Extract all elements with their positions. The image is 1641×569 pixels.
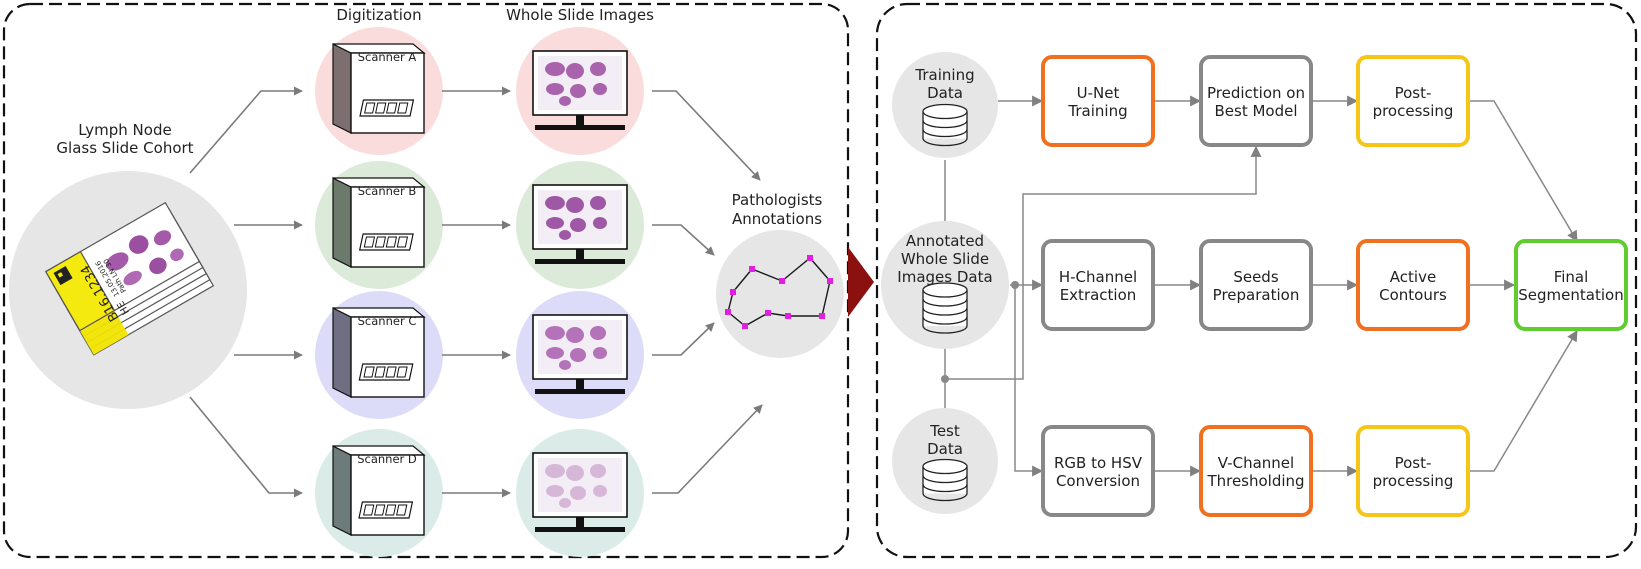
process-box-border [1356, 425, 1470, 517]
process-box-label: Active [1390, 268, 1436, 286]
scanner-label: Scanner D [357, 452, 417, 466]
process-box-label: Preparation [1213, 286, 1300, 304]
process-box-label: processing [1373, 472, 1454, 490]
scanner-row-a: Scanner A [315, 27, 644, 155]
branch-dot-annotated [1011, 281, 1019, 289]
process-box-border [1199, 239, 1313, 331]
arrow-post1-to-final [1470, 100, 1578, 242]
training-database-icon [922, 103, 968, 147]
annotation-polygon-icon [725, 255, 833, 329]
process-box-border [1356, 239, 1470, 331]
monitor-icon [532, 50, 628, 130]
panel-connector-arrow [848, 247, 874, 317]
process-box-label: V-Channel [1218, 454, 1294, 472]
monitor-icon [532, 184, 628, 264]
annotated-database-icon [922, 282, 968, 334]
process-box-label: Best Model [1214, 102, 1297, 120]
process-box-post2: Post-processing [1356, 425, 1470, 517]
process-box-label: Thresholding [1206, 472, 1304, 490]
process-box-label: Training [1067, 102, 1127, 120]
process-box-label: processing [1373, 102, 1454, 120]
scanner-icon: Scanner A [332, 43, 426, 134]
process-box-label: U-Net [1077, 84, 1120, 102]
scanner-label: Scanner B [358, 184, 417, 198]
branch-dot-test [941, 375, 949, 383]
scanner-icon: Scanner D [332, 445, 426, 536]
scanner-row-b: Scanner B [315, 161, 644, 289]
test-database-icon [922, 458, 968, 502]
process-box-label: Seeds [1233, 268, 1279, 286]
annotations-label-line2: Annotations [732, 210, 822, 228]
monitor-icon [532, 314, 628, 394]
process-box-label: Extraction [1060, 286, 1137, 304]
process-box-border [1041, 425, 1155, 517]
glass-slide-stack-icon [44, 201, 215, 356]
process-box-border [1514, 239, 1628, 331]
process-box-label: RGB to HSV [1054, 454, 1143, 472]
process-box-border [1041, 55, 1155, 147]
cohort-label-line1: Lymph Node [78, 121, 171, 139]
process-box-border [1199, 55, 1313, 147]
arrow-test-to-prediction [945, 145, 1262, 380]
test-data-label-line1: Test [929, 422, 960, 440]
test-data-label-line2: Data [927, 440, 963, 458]
monitor-icon [532, 452, 628, 532]
scanner-label: Scanner C [358, 314, 417, 328]
process-box-label: H-Channel [1059, 268, 1137, 286]
wsi-header: Whole Slide Images [506, 6, 654, 24]
arrow-annotated-to-rgb [1014, 285, 1044, 477]
process-box-label: Contours [1379, 286, 1447, 304]
process-box-label: Conversion [1056, 472, 1140, 490]
process-box-label: Post- [1395, 454, 1432, 472]
scanner-icon: Scanner C [332, 307, 426, 398]
process-box-label: Segmentation [1518, 286, 1623, 304]
arrow-wsi-c-to-annotations [652, 322, 715, 356]
annotations-label-line1: Pathologists [732, 191, 823, 209]
process-box-border [1199, 425, 1313, 517]
arrow-wsi-a-to-annotations [652, 90, 761, 181]
scanner-icon: Scanner B [332, 177, 426, 268]
arrow-wsi-b-to-annotations [652, 224, 715, 256]
training-data-label-line2: Data [927, 84, 963, 102]
digitization-header: Digitization [336, 6, 421, 24]
cohort-label-line2: Glass Slide Cohort [56, 139, 193, 157]
process-box-label: Post- [1395, 84, 1432, 102]
process-box-label: Prediction on [1207, 84, 1305, 102]
annotated-data-label-line3: Images Data [897, 268, 992, 286]
scanner-row-d: Scanner D [315, 429, 644, 557]
arrow-wsi-d-to-annotations [652, 404, 763, 494]
annotated-data-label-line1: Annotated [906, 232, 984, 250]
arrow-post2-to-final [1470, 330, 1578, 472]
process-box-border [1041, 239, 1155, 331]
scanner-row-c: Scanner C [315, 291, 644, 419]
right-panel-frame [875, 2, 1638, 559]
process-box-border [1356, 55, 1470, 147]
training-data-label-line1: Training [914, 66, 974, 84]
process-box-label: Final [1554, 268, 1589, 286]
annotated-data-label-line2: Whole Slide [901, 250, 989, 268]
scanner-label: Scanner A [358, 50, 417, 64]
arrow-cohort-to-scanner-a [189, 86, 303, 174]
arrow-cohort-to-scanner-d [189, 396, 303, 498]
process-box-post1: Post-processing [1356, 55, 1470, 147]
